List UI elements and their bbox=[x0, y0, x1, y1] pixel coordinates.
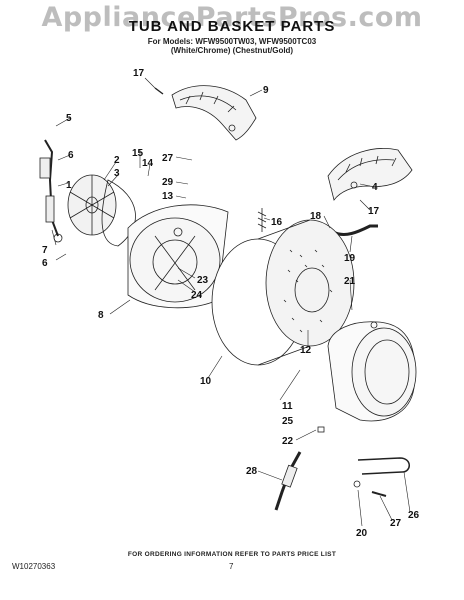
callout-2: 2 bbox=[114, 155, 120, 166]
page-title: TUB AND BASKET PARTS bbox=[128, 18, 336, 35]
ordering-info-footer: FOR ORDERING INFORMATION REFER TO PARTS … bbox=[127, 551, 337, 558]
sensor-20 bbox=[353, 480, 361, 488]
callout-17-right: 17 bbox=[368, 206, 380, 217]
callout-7: 7 bbox=[42, 245, 48, 256]
callout-13: 13 bbox=[162, 191, 174, 202]
top-counterweight bbox=[171, 85, 257, 141]
damper-body bbox=[39, 157, 51, 179]
hose-19 bbox=[332, 224, 378, 236]
heater-element bbox=[357, 457, 410, 475]
document-number: W10270363 bbox=[12, 562, 56, 571]
callout-20: 20 bbox=[356, 528, 368, 539]
callout-23: 23 bbox=[197, 275, 209, 286]
callout-1: 1 bbox=[66, 180, 72, 191]
callout-25: 25 bbox=[282, 416, 294, 427]
callout-8: 8 bbox=[98, 310, 104, 321]
callout-15: 15 bbox=[132, 148, 144, 159]
callout-5: 5 bbox=[66, 113, 72, 124]
callout-6-bottom: 6 bbox=[42, 258, 48, 269]
spring-damper bbox=[45, 195, 55, 223]
callout-17-top: 17 bbox=[133, 68, 145, 79]
fastener-22 bbox=[317, 426, 325, 433]
callout-26: 26 bbox=[408, 510, 420, 521]
callout-4: 4 bbox=[372, 182, 378, 193]
callout-11: 11 bbox=[282, 401, 293, 412]
colors-line: (White/Chrome) (Chestnut/Gold) bbox=[170, 46, 294, 55]
front-tub bbox=[327, 321, 417, 422]
damper-28-body bbox=[281, 464, 298, 488]
callout-10: 10 bbox=[200, 376, 212, 387]
callout-3: 3 bbox=[114, 168, 120, 179]
damper-rod bbox=[44, 139, 59, 237]
basket-drum bbox=[211, 219, 355, 366]
callout-14: 14 bbox=[142, 158, 154, 169]
callout-24: 24 bbox=[191, 290, 203, 301]
callout-27-bottom: 27 bbox=[390, 518, 402, 529]
front-counterweight bbox=[327, 148, 413, 201]
callout-16: 16 bbox=[271, 217, 283, 228]
callout-6-top: 6 bbox=[68, 150, 74, 161]
callout-28: 28 bbox=[246, 466, 258, 477]
callout-18: 18 bbox=[310, 211, 322, 222]
callout-27-top: 27 bbox=[162, 153, 174, 164]
pulley bbox=[67, 174, 117, 236]
models-line: For Models: WFW9500TW03, WFW9500TC03 bbox=[147, 37, 317, 46]
callout-22: 22 bbox=[282, 436, 294, 447]
screw-27-bottom bbox=[371, 491, 387, 497]
spring-16 bbox=[257, 208, 267, 232]
belt bbox=[101, 179, 136, 247]
watermark: AppliancePartsPros.com bbox=[41, 2, 423, 33]
callout-12: 12 bbox=[300, 345, 312, 356]
rear-tub bbox=[127, 204, 229, 309]
page-number: 7 bbox=[229, 562, 234, 571]
callout-19: 19 bbox=[344, 253, 356, 264]
screw-17-top bbox=[154, 87, 164, 95]
callout-9: 9 bbox=[263, 85, 269, 96]
callout-21: 21 bbox=[344, 276, 356, 287]
callout-29: 29 bbox=[162, 177, 174, 188]
